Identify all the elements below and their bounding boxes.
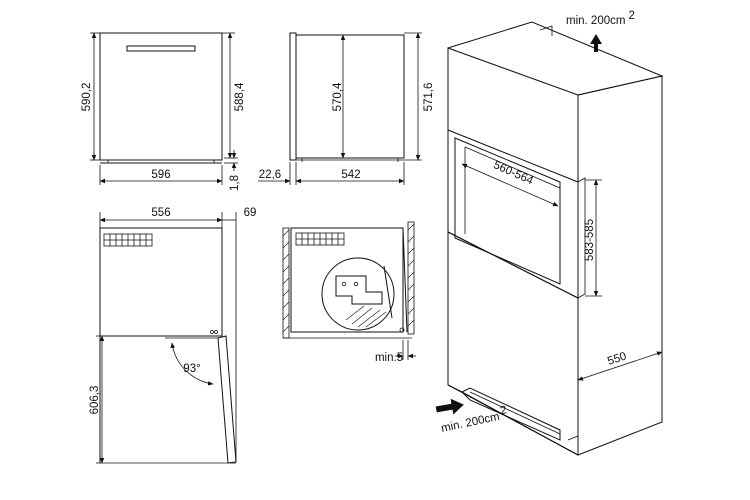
front-view: 590,2 588,4 1,8 596 (81, 32, 246, 191)
vent-arrow-up-icon (590, 34, 602, 52)
front-body (99, 32, 223, 161)
detail-body (290, 227, 404, 333)
side-body (295, 34, 405, 159)
hinge-profile (335, 275, 383, 305)
screw-dot (341, 281, 347, 287)
label-side-body-depth: 542 (341, 169, 360, 181)
side-view: 570,4 571,6 22,6 542 (258, 32, 435, 185)
magnifier-hatch (345, 305, 387, 328)
angle-arc (170, 342, 214, 386)
hinge-dot (399, 327, 405, 333)
top-body (99, 227, 223, 337)
cabinet-front-face (447, 47, 579, 456)
control-grid (103, 233, 153, 247)
label-niche-height: 583-585 (584, 219, 596, 261)
label-top-width: 556 (151, 207, 170, 219)
bottom-vent (461, 387, 561, 441)
label-door-offset: 69 (244, 207, 257, 219)
bottom-vent-line (469, 391, 561, 435)
top-vent-slot (539, 25, 553, 36)
label-door-angle: 93° (183, 363, 200, 375)
label-door-swing: 606,3 (89, 386, 101, 415)
label-front-height-left: 590,2 (81, 83, 93, 112)
cabinet-side-face (577, 75, 663, 456)
control-strip (126, 45, 196, 52)
label-cabinet-depth: 550 (606, 350, 628, 367)
label-bottom-gap: 1,8 (229, 175, 241, 191)
vent-arrow-in-icon (435, 398, 464, 415)
opened-door (217, 335, 237, 464)
detail-control-grid (295, 232, 345, 246)
detail-door (402, 227, 408, 333)
dim-line-cabinet-depth (577, 351, 663, 381)
plinth-corner (567, 435, 579, 455)
top-detail-view: min.5 (282, 221, 416, 364)
cabinet-top-face (447, 21, 664, 96)
side-door-panel (289, 32, 297, 161)
label-front-width: 596 (151, 169, 170, 181)
label-side-door-depth: 22,6 (259, 169, 281, 181)
dim-line-niche-width (461, 163, 559, 207)
hinge-dot (210, 330, 214, 334)
label-min-gap: min.5 (375, 352, 403, 364)
top-view-door-swing: 556 69 93° 606,3 (89, 207, 257, 464)
magnifier-door-line (383, 265, 393, 319)
wall-hatch (282, 223, 415, 333)
niche-side-edge (577, 177, 586, 299)
lower-panel-edge (447, 231, 579, 455)
label-front-height-right: 588,4 (234, 82, 246, 111)
label-side-inner-height: 570,4 (332, 82, 344, 111)
hinge-dot (214, 330, 218, 334)
label-niche-width: 560-564 (491, 159, 535, 187)
label-side-outer-height: 571,6 (423, 83, 435, 112)
screw-dot (353, 281, 359, 287)
